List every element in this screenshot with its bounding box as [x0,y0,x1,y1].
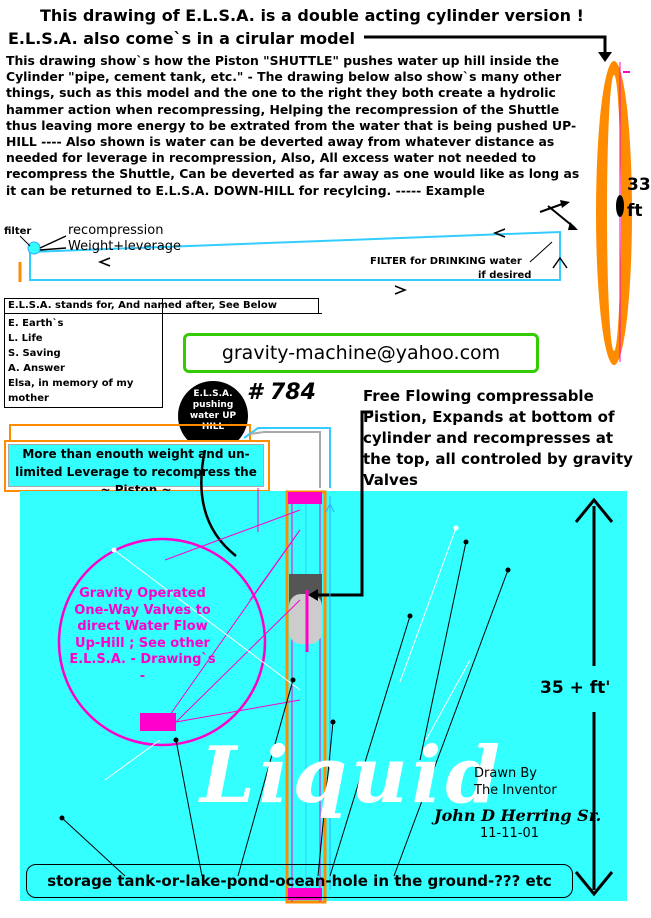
drawing-number: # 784 [247,380,316,405]
liquid-label: Liquid [200,730,504,821]
valve-circle [57,537,267,747]
description-text: This drawing show`s how the Piston "SHUT… [6,53,580,198]
side-valve [140,713,176,731]
filter-drinking-label: FILTER for DRINKING water [370,256,522,267]
subtitle-arrow [364,35,607,55]
storage-label: storage tank-or-lake-pond-ocean-hole in … [26,864,573,898]
circular-model-piston [616,195,624,217]
pushing-water-badge: E.L.S.A. pushing water UP HILL [178,381,248,451]
weight-leverage-label: Weight+leverage [68,239,182,254]
credits: Drawn By The Inventor [474,766,557,798]
elsa-meaning-heading: E.L.S.A. stands for, And named after, Se… [8,300,277,311]
pushing-pointer [200,449,237,557]
subtitle-arrowhead [598,52,612,62]
page-title: This drawing of E.L.S.A. is a double act… [40,6,584,25]
elsa-meaning-list: E. Earth`s L. Life S. Saving A. Answer E… [8,316,158,406]
recompression-label: recompression [68,223,164,238]
page-subtitle: E.L.S.A. also come`s in a cirular model [8,29,355,48]
inventor-signature: John D Herring Sr. [434,806,602,825]
filter-label: filter [4,226,32,237]
if-desired-label: if desired [478,270,532,281]
list-item: A. Answer [8,363,65,374]
top-valve [288,492,322,504]
list-item: L. Life [8,333,43,344]
elsa-heading-underline [4,313,322,314]
elsa-meaning-box [4,298,163,408]
circular-model-inner [607,75,621,351]
list-item: Elsa, in memory of my mother [8,378,134,404]
list-item: E. Earth`s [8,318,64,329]
weight-note: More than enouth weight and un-limited L… [8,444,264,497]
example-pipe [29,230,561,281]
height-main-label: 35 + ft' [540,678,611,698]
valve-note: Gravity Operated One-Way Valves to direc… [69,586,216,684]
piston-note: Free Flowing compressable Pistion, Expan… [363,387,633,489]
drawing-date: 11-11-01 [480,826,540,841]
list-item: S. Saving [8,348,61,359]
email-link[interactable]: gravity-machine@yahoo.com [183,333,539,373]
elsa-heading-border [318,298,319,313]
piston-pointer [316,410,373,597]
